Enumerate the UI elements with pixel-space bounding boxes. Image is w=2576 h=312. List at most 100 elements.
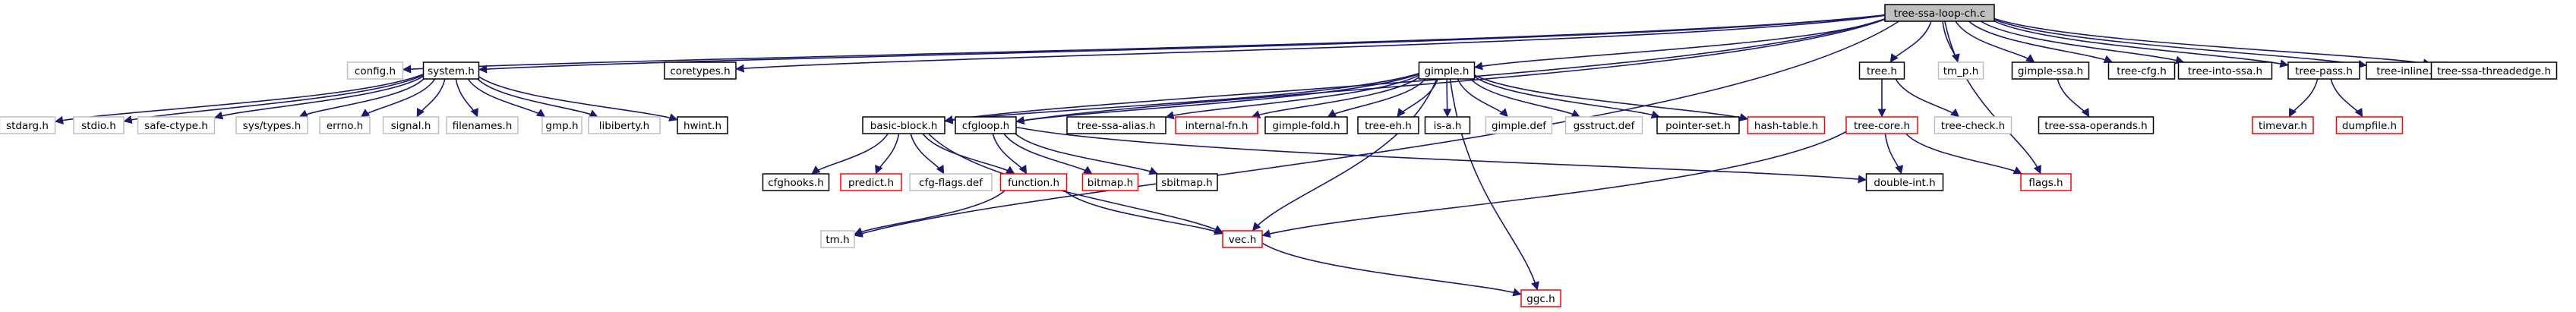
node-treecfg[interactable]: tree-cfg.h: [2107, 61, 2176, 80]
node-filenames[interactable]: filenames.h: [446, 116, 519, 134]
node-stdarg[interactable]: stdarg.h: [0, 116, 56, 134]
edge-gimple-to-cfgloop: [1015, 73, 1419, 125]
node-label-stdarg: stdarg.h: [6, 120, 49, 132]
edge-gimplessa-to-treessaoperands: [2057, 78, 2090, 118]
edge-root-to-flags: [1944, 20, 2041, 175]
node-treepass[interactable]: tree-pass.h: [2287, 61, 2360, 80]
node-gimplessa[interactable]: gimple-ssa.h: [2011, 61, 2090, 80]
node-system[interactable]: system.h: [422, 61, 480, 80]
node-box-signal: [382, 116, 440, 134]
node-config[interactable]: config.h: [346, 61, 404, 80]
node-treeintossa[interactable]: tree-into-ssa.h: [2177, 61, 2273, 80]
node-cfgloop[interactable]: cfgloop.h: [955, 116, 1017, 134]
node-function[interactable]: function.h: [999, 173, 1068, 191]
edge-gimple-to-basicblock: [944, 72, 1419, 124]
node-systypes[interactable]: sys/types.h: [235, 116, 308, 134]
edge-system-to-signal: [416, 78, 446, 118]
node-box-stdio: [73, 116, 125, 134]
node-isa[interactable]: is-a.h: [1424, 116, 1471, 134]
node-cfghooks[interactable]: cfghooks.h: [762, 173, 830, 191]
node-errno[interactable]: errno.h: [319, 116, 371, 134]
edge-root-to-coretypes: [735, 14, 1886, 73]
node-box-ggc: [1520, 289, 1561, 307]
node-treeinline[interactable]: tree-inline.h: [2366, 61, 2449, 80]
node-treessaalias[interactable]: tree-ssa-alias.h: [1066, 116, 1166, 134]
node-label-flags: flags.h: [2028, 177, 2063, 189]
node-tmp[interactable]: tm_p.h: [1937, 61, 1984, 80]
node-cfgflags[interactable]: cfg-flags.def: [909, 173, 993, 191]
edge-basicblock-to-cfgflags: [910, 133, 945, 175]
node-box-isa: [1424, 116, 1471, 134]
node-label-cfghooks: cfghooks.h: [768, 177, 824, 189]
node-treessathreadedge[interactable]: tree-ssa-threadedge.h: [2430, 61, 2558, 80]
node-box-gimple: [1418, 61, 1476, 80]
node-box-hwint: [677, 116, 728, 134]
node-tm[interactable]: tm.h: [820, 230, 855, 248]
node-coretypes[interactable]: coretypes.h: [664, 61, 737, 80]
node-treecore[interactable]: tree-core.h: [1845, 116, 1918, 134]
node-safectype[interactable]: safe-ctype.h: [137, 116, 216, 134]
node-doubleint[interactable]: double-int.h: [1865, 173, 1944, 191]
node-root: tree-ssa-loop-ch.c: [1884, 4, 1995, 22]
edge-basicblock-to-function: [922, 133, 1015, 175]
node-treeeh[interactable]: tree-eh.h: [1357, 116, 1419, 134]
node-box-treessaoperands: [2038, 116, 2155, 134]
node-gimpledef[interactable]: gimple.def: [1485, 116, 1553, 134]
node-gimplefold[interactable]: gimple-fold.h: [1264, 116, 1348, 134]
node-sbitmap[interactable]: sbitmap.h: [1156, 173, 1218, 191]
edge-gimple-to-vec: [1252, 78, 1438, 232]
node-tree[interactable]: tree.h: [1858, 61, 1905, 80]
node-box-config: [346, 61, 404, 80]
node-label-treeeh: tree-eh.h: [1365, 120, 1412, 132]
node-box-libiberty: [588, 116, 661, 134]
node-treessaoperands[interactable]: tree-ssa-operands.h: [2038, 116, 2155, 134]
node-label-gimple: gimple.h: [1425, 65, 1470, 77]
node-label-gsstructdef: gsstruct.def: [1574, 120, 1636, 132]
node-libiberty[interactable]: libiberty.h: [588, 116, 661, 134]
node-label-treecheck: tree-check.h: [1941, 120, 2005, 132]
edge-vec-to-ggc: [1261, 242, 1522, 297]
node-label-signal: signal.h: [391, 120, 431, 132]
node-predict[interactable]: predict.h: [840, 173, 902, 191]
node-hwint[interactable]: hwint.h: [677, 116, 728, 134]
node-label-tm: tm.h: [826, 234, 849, 246]
node-vec[interactable]: vec.h: [1222, 230, 1263, 248]
node-timevar[interactable]: timevar.h: [2252, 116, 2314, 134]
edge-gimple-to-gsstructdef: [1470, 78, 1580, 118]
edge-system-to-systypes: [298, 78, 425, 118]
node-box-cfghooks: [762, 173, 830, 191]
node-box-systypes: [235, 116, 308, 134]
node-gimple[interactable]: gimple.h: [1418, 61, 1476, 80]
edge-basicblock-to-vec: [928, 133, 1223, 233]
node-pointerset[interactable]: pointer-set.h: [1656, 116, 1740, 134]
node-label-basicblock: basic-block.h: [870, 120, 938, 132]
node-label-predict: predict.h: [848, 177, 894, 189]
node-label-internalfn: internal-fn.h: [1185, 120, 1249, 132]
node-label-filenames: filenames.h: [453, 120, 513, 132]
node-box-gsstructdef: [1564, 116, 1643, 134]
node-box-tm: [820, 230, 855, 248]
edge-basicblock-to-cfghooks: [811, 133, 889, 175]
edge-function-to-vec: [1063, 190, 1223, 235]
node-hashtable[interactable]: hash-table.h: [1747, 116, 1826, 134]
node-flags[interactable]: flags.h: [2020, 173, 2072, 191]
node-label-system: system.h: [428, 65, 475, 77]
node-stdio[interactable]: stdio.h: [73, 116, 125, 134]
node-internalfn[interactable]: internal-fn.h: [1175, 116, 1258, 134]
node-label-cfgloop: cfgloop.h: [962, 120, 1009, 132]
node-basicblock[interactable]: basic-block.h: [862, 116, 945, 134]
node-treecheck[interactable]: tree-check.h: [1934, 116, 2012, 134]
node-bitmap[interactable]: bitmap.h: [1081, 173, 1139, 191]
node-gsstructdef[interactable]: gsstruct.def: [1564, 116, 1643, 134]
node-dumpfile[interactable]: dumpfile.h: [2335, 116, 2404, 134]
edge-gimple-to-pointerset: [1474, 76, 1660, 119]
node-signal[interactable]: signal.h: [382, 116, 440, 134]
node-label-treessaalias: tree-ssa-alias.h: [1077, 120, 1155, 132]
node-label-systypes: sys/types.h: [243, 120, 301, 132]
node-box-treecore: [1845, 116, 1918, 134]
node-gmp[interactable]: gmp.h: [541, 116, 582, 134]
edge-root-to-basicblock: [944, 18, 1886, 124]
node-ggc[interactable]: ggc.h: [1520, 289, 1561, 307]
edge-root-to-gimple: [1473, 18, 1886, 71]
node-box-pointerset: [1656, 116, 1740, 134]
